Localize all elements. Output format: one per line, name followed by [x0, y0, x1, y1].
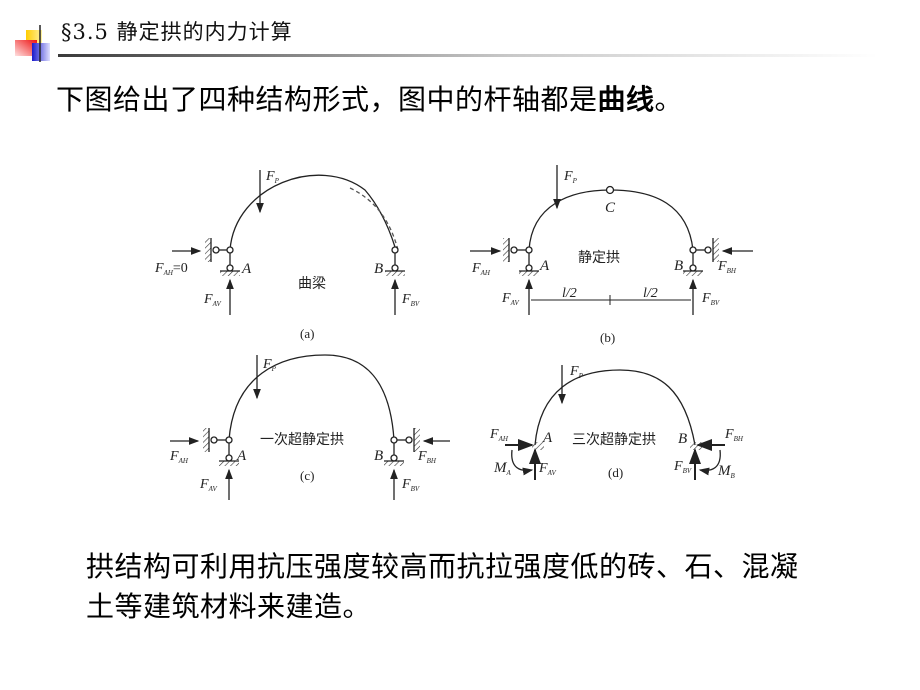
label-b-fah: FAH	[471, 261, 491, 277]
body-paragraph: 拱结构可利用抗压强度较高而抗拉强度低的砖、石、混凝 土等建筑材料来建造。	[86, 547, 886, 627]
label-a-fbv: FBV	[401, 292, 420, 308]
label-d-ma: MA	[493, 460, 512, 477]
label-d-mb: MB	[717, 463, 736, 480]
label-a-B: B	[374, 261, 383, 277]
label-b-span-left: l/2	[562, 286, 577, 301]
arch-structures-figure: FP FAH=0 A B FAV FBV 曲梁 (a) FP C 静定拱 FAH…	[150, 150, 780, 500]
label-b-fp: FP	[563, 169, 578, 185]
label-c-A: A	[236, 448, 247, 464]
label-b-span-right: l/2	[643, 286, 658, 301]
label-a-fp: FP	[265, 169, 280, 185]
slide-logo	[0, 0, 60, 70]
intro-end: 。	[654, 83, 684, 116]
label-d-A: A	[542, 430, 553, 446]
label-b-fbv: FBV	[701, 291, 720, 307]
intro-text: 下图给出了四种结构形式，图中的杆轴都是曲线。	[56, 78, 683, 118]
label-b-C: C	[605, 200, 616, 216]
label-b-A: A	[539, 258, 550, 274]
paragraph-line-2: 土等建筑材料来建造。	[86, 590, 372, 623]
figure-d	[505, 365, 725, 480]
label-d-fah: FAH	[489, 427, 509, 443]
name-b: 静定拱	[578, 250, 620, 266]
label-a-A: A	[241, 261, 252, 277]
label-c-B: B	[374, 448, 383, 464]
label-b-fbh: FBH	[717, 259, 737, 275]
label-c-fbv: FBV	[401, 477, 420, 493]
label-c-fbh: FBH	[417, 449, 437, 465]
label-c-fav: FAV	[199, 477, 217, 493]
name-a: 曲梁	[298, 276, 326, 292]
label-a-fah: FAH=0	[154, 261, 188, 277]
label-d-B: B	[678, 431, 687, 447]
label-c-fp: FP	[262, 357, 277, 373]
name-c: 一次超静定拱	[260, 432, 344, 448]
figure-c	[170, 354, 450, 500]
label-d-fbv: FBV	[673, 459, 692, 475]
caption-c: (c)	[300, 468, 314, 483]
intro-bold: 曲线	[597, 83, 655, 116]
label-b-fav: FAV	[501, 291, 519, 307]
title-underline	[58, 54, 878, 57]
intro-plain: 下图给出了四种结构形式，图中的杆轴都是	[56, 83, 598, 116]
caption-b: (b)	[600, 330, 615, 345]
label-d-fav: FAV	[538, 461, 556, 477]
name-d: 三次超静定拱	[572, 432, 656, 448]
caption-d: (d)	[608, 465, 623, 480]
label-b-B: B	[674, 258, 683, 274]
label-d-fp: FP	[569, 364, 584, 380]
figure-b	[470, 165, 753, 315]
label-c-fah: FAH	[169, 449, 189, 465]
slide-title: §3.5 静定拱的内力计算	[61, 20, 293, 44]
paragraph-line-1: 拱结构可利用抗压强度较高而抗拉强度低的砖、石、混凝	[86, 550, 799, 583]
figure-a	[172, 170, 405, 315]
caption-a: (a)	[300, 326, 314, 341]
label-a-fav: FAV	[203, 292, 221, 308]
label-d-fbh: FBH	[724, 427, 744, 443]
